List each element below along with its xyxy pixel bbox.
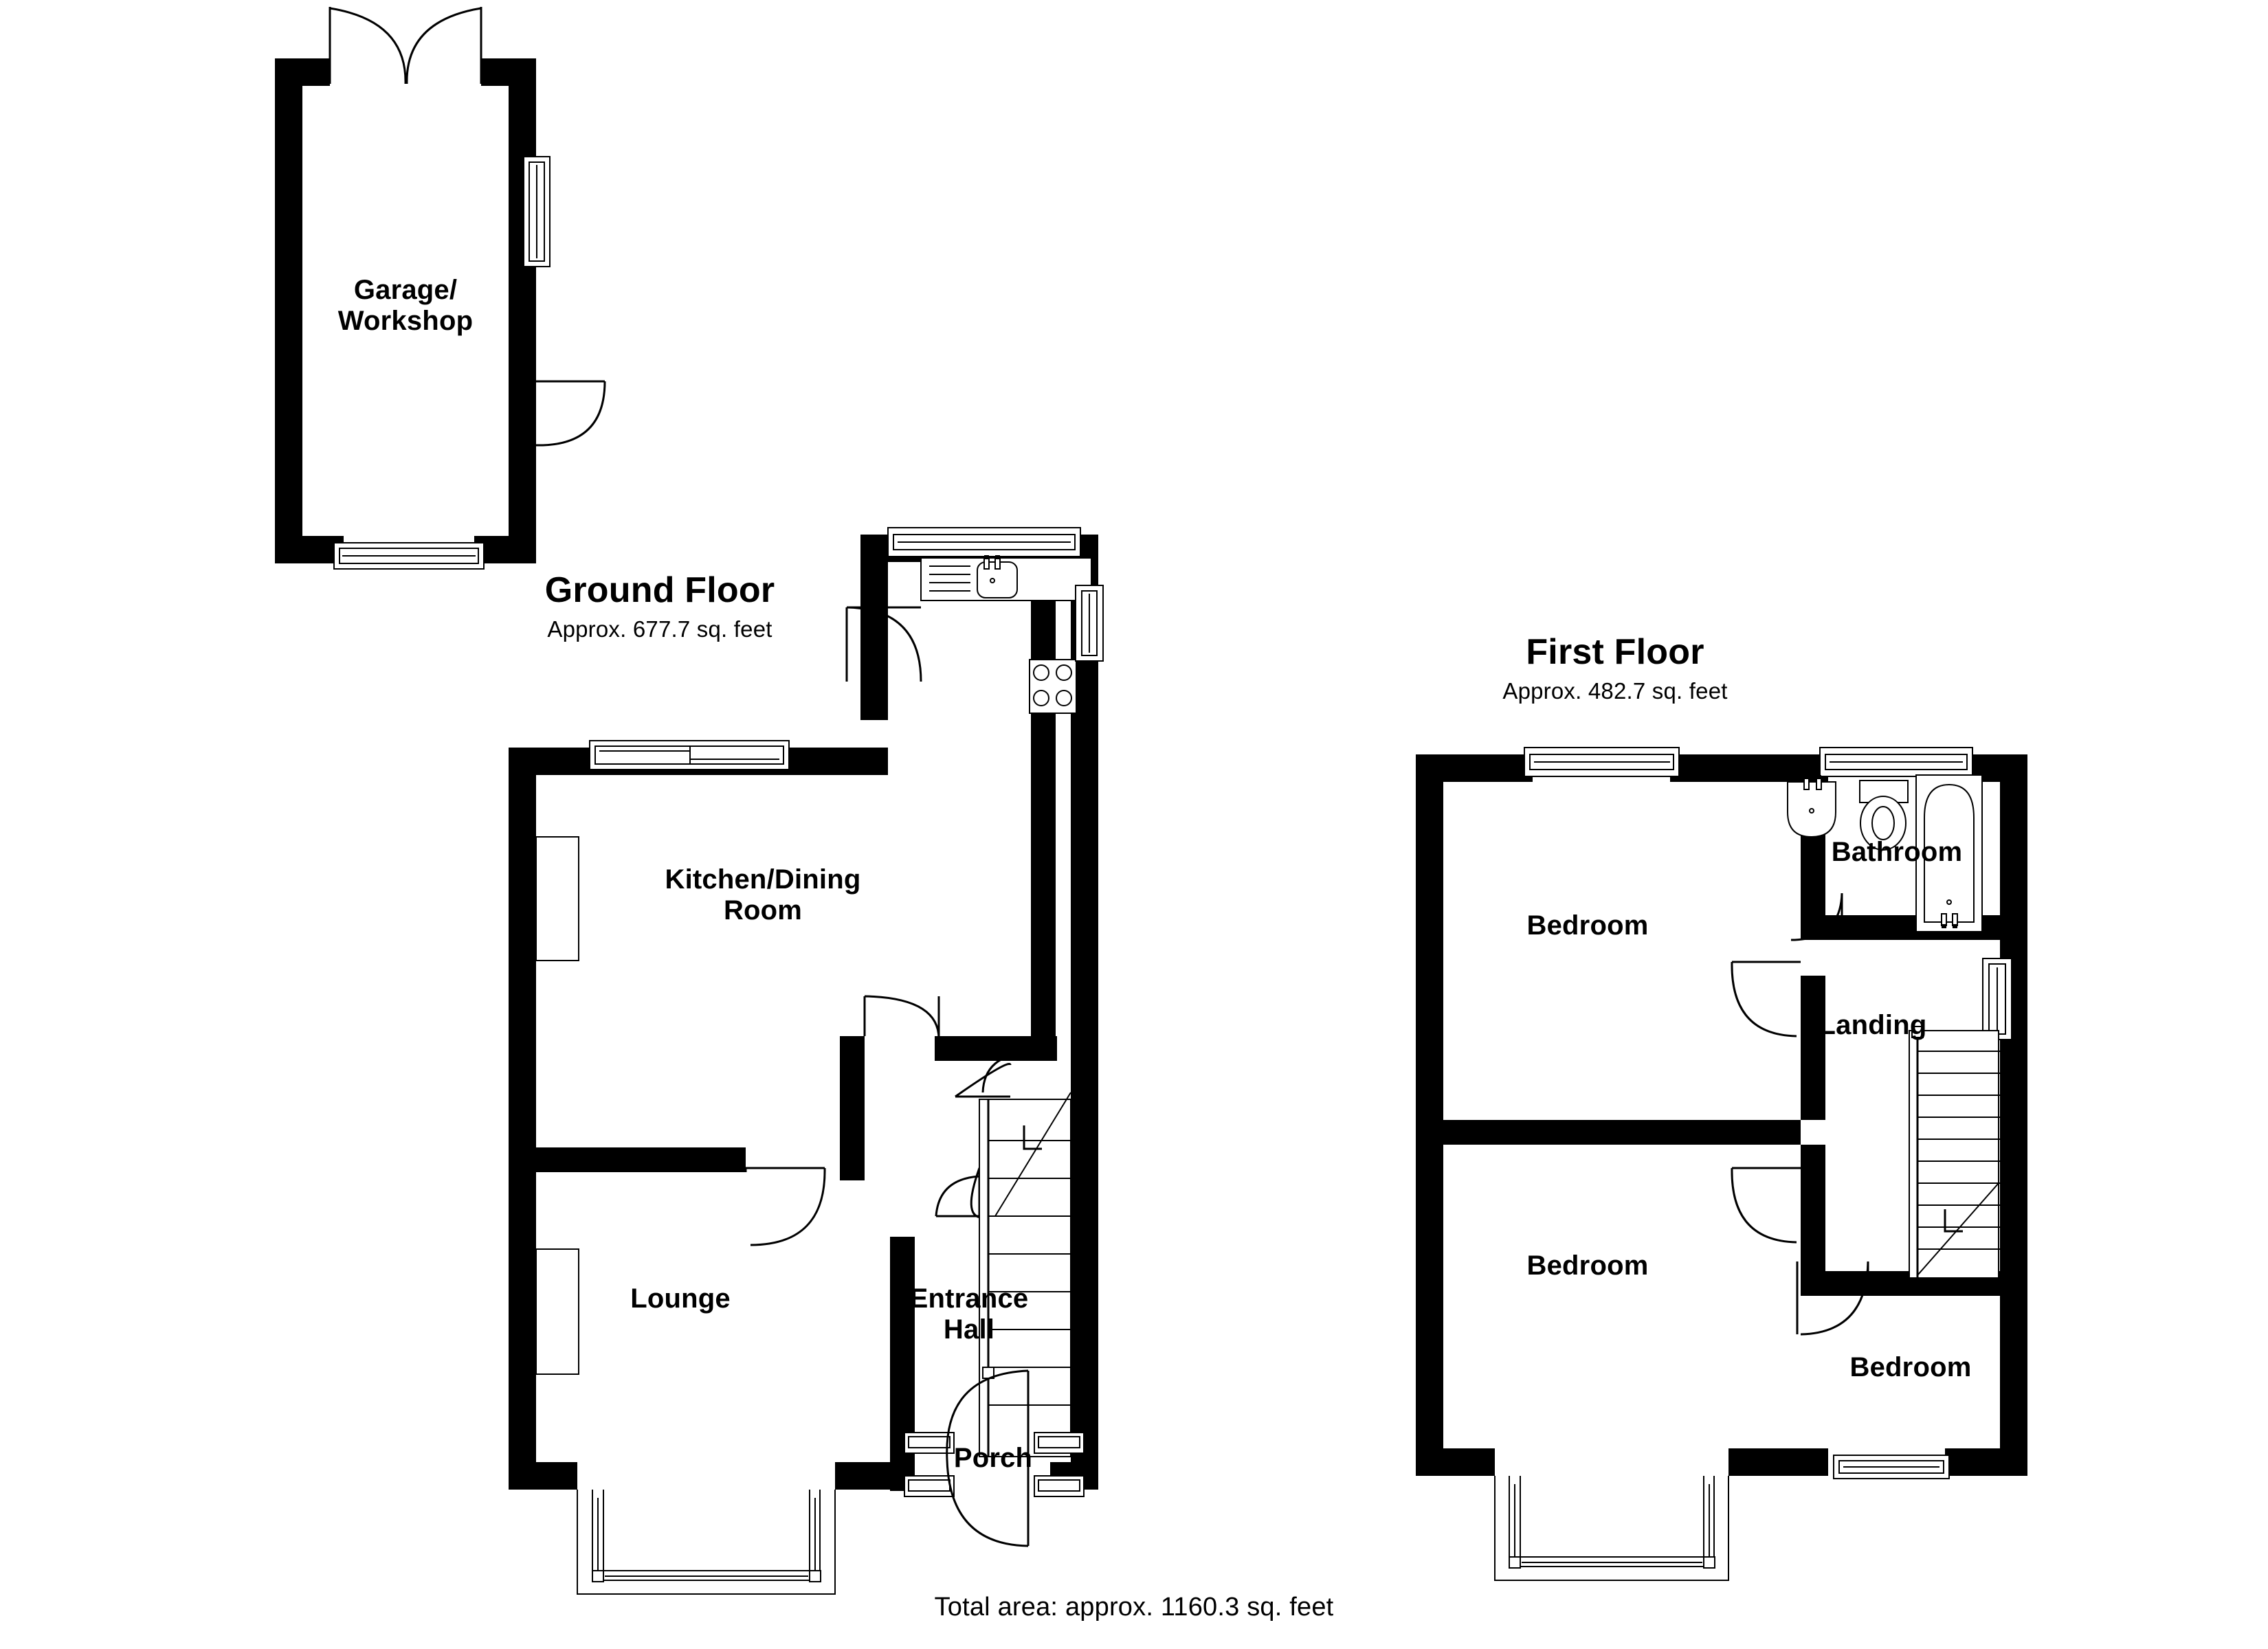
kitchen-worktop xyxy=(920,555,1092,601)
room-label-lounge: Lounge xyxy=(630,1283,731,1314)
floor-title-ground: Ground Floor xyxy=(544,570,775,610)
room-label-bathroom: Bathroom xyxy=(1831,837,1963,867)
kitchen-window-right xyxy=(1075,585,1104,662)
alcove-kitchen xyxy=(535,836,579,961)
kitchen-window-top xyxy=(887,527,1081,557)
hall-door-lower xyxy=(935,1167,982,1219)
ground-floor-structure xyxy=(509,527,1104,1595)
garage-window-right xyxy=(523,156,551,267)
room-label-porch: Porch xyxy=(953,1443,1033,1473)
room-label-garage: Garage/ Workshop xyxy=(337,275,474,336)
floor-title-first: First Floor xyxy=(1526,632,1704,672)
room-label-landing: Landing xyxy=(1819,1010,1927,1040)
floor-area-ground: Approx. 677.7 sq. feet xyxy=(547,616,772,642)
bedroom3-door xyxy=(1796,1261,1869,1336)
room-label-bedroom-1: Bedroom xyxy=(1526,910,1649,941)
garage-structure xyxy=(275,7,606,570)
floor-area-first: Approx. 482.7 sq. feet xyxy=(1502,678,1728,704)
bedroom2-door xyxy=(1731,1167,1801,1244)
bedroom1-door xyxy=(1731,961,1801,1037)
kitchen-door xyxy=(845,606,922,682)
garage-window-bottom xyxy=(333,542,485,570)
bedroom2-bay-window xyxy=(1494,1476,1729,1581)
room-label-bedroom-2: Bedroom xyxy=(1526,1250,1649,1281)
bath-tub xyxy=(1915,774,1983,932)
toilet-wc xyxy=(1859,780,1909,851)
total-area-label: Total area: approx. 1160.3 sq. feet xyxy=(934,1593,1334,1622)
wash-basin xyxy=(1787,775,1836,838)
bathroom-window-top xyxy=(1819,747,1973,777)
kitchen-window-left xyxy=(589,740,790,770)
landing-window-right xyxy=(1982,958,2012,1040)
hall-door-upper xyxy=(955,1051,1030,1098)
room-label-bedroom-3: Bedroom xyxy=(1849,1352,1972,1382)
bathroom-door xyxy=(1790,893,1843,941)
kitchen-to-hall-door xyxy=(863,995,940,1040)
staircase-down xyxy=(1909,1026,2000,1279)
room-label-entrance-hall: Entrance Hall xyxy=(909,1283,1029,1345)
lounge-bay-window xyxy=(577,1490,836,1595)
bedroom3-window-bottom xyxy=(1833,1455,1950,1479)
staircase-up xyxy=(979,1092,1071,1457)
hob-four-burner xyxy=(1029,659,1077,714)
lounge-to-hall-door xyxy=(744,1167,826,1246)
room-label-kitchen: Kitchen/Dining Room xyxy=(665,864,861,926)
bedroom1-window-top xyxy=(1524,747,1680,777)
first-floor-structure xyxy=(1416,747,2027,1581)
porch-structure xyxy=(904,1369,1085,1547)
alcove-lounge xyxy=(535,1248,579,1375)
garage-side-door xyxy=(536,380,606,447)
